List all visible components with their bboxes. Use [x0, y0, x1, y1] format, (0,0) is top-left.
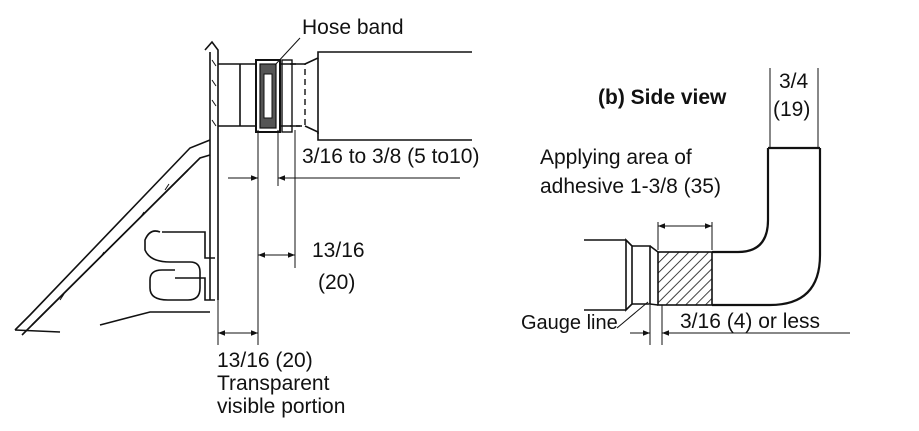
- dim-pipe-diameter: [769, 68, 819, 148]
- adhesive-label-2: adhesive 1-3/8 (35): [540, 175, 721, 198]
- gauge-line-label: Gauge line: [521, 312, 618, 334]
- unit-wall: [204, 40, 240, 300]
- elbow-pipe: [712, 146, 822, 307]
- side-view: (b) Side view 3/4 (19) Applying area of …: [521, 68, 850, 345]
- left-view: Hose band 3/16 to 3/8 (5 to10) 13/16 (20…: [14, 16, 479, 418]
- dim-band-offset: [228, 130, 460, 345]
- drain-pan: [14, 139, 211, 336]
- adhesive-label-1: Applying area of: [540, 146, 692, 169]
- adhesive-area: [657, 251, 713, 306]
- dim-visible-portion: [217, 300, 258, 345]
- dim-pipe-diameter-metric: (19): [773, 98, 810, 121]
- dim-adhesive-area: [657, 222, 713, 250]
- dim-gauge-label: 3/16 (4) or less: [680, 310, 820, 333]
- dim-insert-length-value: 13/16: [312, 239, 365, 262]
- socket-pipe: [584, 238, 659, 312]
- transparent-label: Transparent: [217, 372, 330, 395]
- visible-portion-label: visible portion: [217, 395, 345, 418]
- hose-band-clamp: [255, 59, 293, 133]
- hose-band-label: Hose band: [302, 16, 404, 39]
- dim-insert-length: [258, 130, 296, 268]
- dim-band-offset-label: 3/16 to 3/8 (5 to10): [302, 145, 479, 168]
- side-view-title: (b) Side view: [598, 86, 727, 109]
- hose-band-leader: [274, 37, 301, 66]
- c-bracket: [99, 230, 215, 326]
- dim-gauge: [616, 301, 850, 345]
- dim-visible-portion-label: 13/16 (20): [217, 349, 313, 372]
- dim-pipe-diameter-value: 3/4: [779, 70, 809, 93]
- dim-insert-length-metric: (20): [318, 271, 355, 294]
